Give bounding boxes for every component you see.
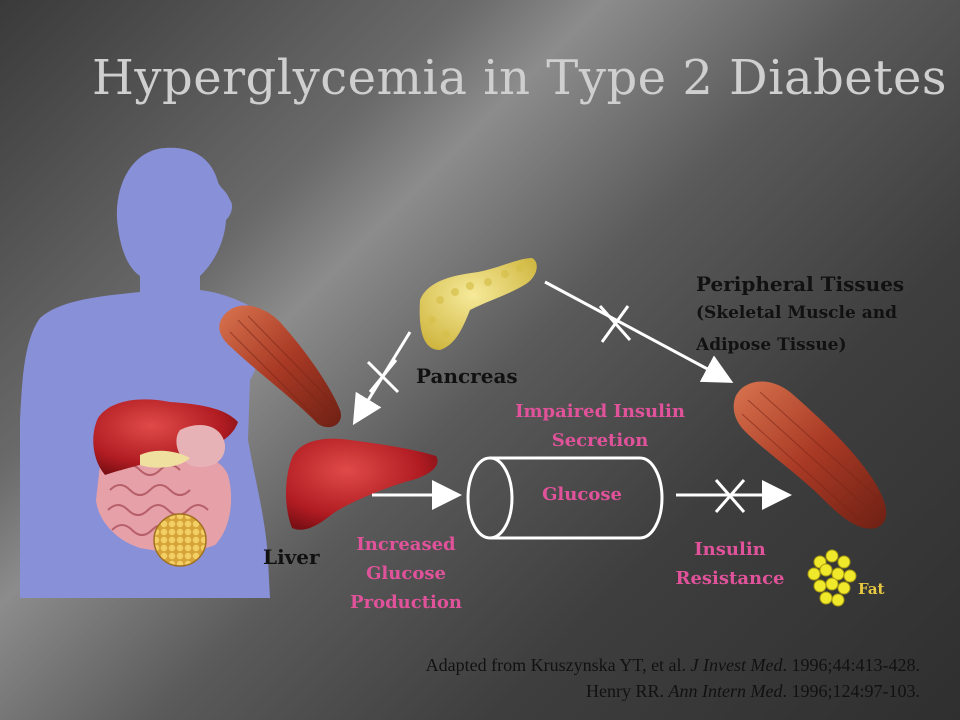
pancreas-illustration <box>419 258 537 350</box>
increased-line-3: Production <box>350 592 462 613</box>
resistance-line-2: Resistance <box>675 568 785 589</box>
resistance-line-1: Insulin <box>694 539 766 560</box>
abdominal-organs-illustration <box>93 399 239 567</box>
impaired-line-2: Secretion <box>551 430 649 451</box>
insulin-resistance-label: Insulin Resistance <box>660 535 800 593</box>
shoulder-muscle-illustration <box>219 305 341 428</box>
citation-1-text: Adapted from Kruszynska YT, et al. <box>425 655 691 675</box>
citation-2-details: . 1996;124:97-103. <box>782 681 921 701</box>
citation-line-2: Henry RR. Ann Intern Med. 1996;124:97-10… <box>426 678 920 704</box>
liver-label: Liver <box>263 545 320 569</box>
citation-2-text: Henry RR. <box>586 681 669 701</box>
citation-1-details: . 1996;44:413-428. <box>782 655 921 675</box>
slide-title: Hyperglycemia in Type 2 Diabetes <box>92 50 948 106</box>
citation-2-journal: Ann Intern Med <box>668 681 783 701</box>
impaired-insulin-secretion-label: Impaired Insulin Secretion <box>500 397 700 455</box>
peripheral-muscle-illustration <box>733 381 887 529</box>
glucose-cylinder <box>466 456 664 540</box>
glucose-label: Glucose <box>542 484 622 505</box>
peripheral-tissues-sub-1: (Skeletal Muscle and <box>696 303 897 323</box>
fat-label: Fat <box>858 580 885 598</box>
peripheral-tissues-label: Peripheral Tissues <box>696 272 905 296</box>
citation: Adapted from Kruszynska YT, et al. J Inv… <box>426 652 920 704</box>
peripheral-tissues-sub-2: Adipose Tissue) <box>696 335 847 355</box>
citation-line-1: Adapted from Kruszynska YT, et al. J Inv… <box>426 652 920 678</box>
citation-1-journal: J Invest Med <box>690 655 783 675</box>
increased-line-2: Glucose <box>366 563 446 584</box>
increased-glucose-production-label: Increased Glucose Production <box>336 530 476 617</box>
pancreas-label: Pancreas <box>416 364 518 388</box>
liver-illustration <box>286 438 438 530</box>
impaired-line-1: Impaired Insulin <box>515 401 685 422</box>
block-marks <box>366 305 746 513</box>
fat-cluster-illustration <box>807 549 857 607</box>
increased-line-1: Increased <box>356 534 456 555</box>
